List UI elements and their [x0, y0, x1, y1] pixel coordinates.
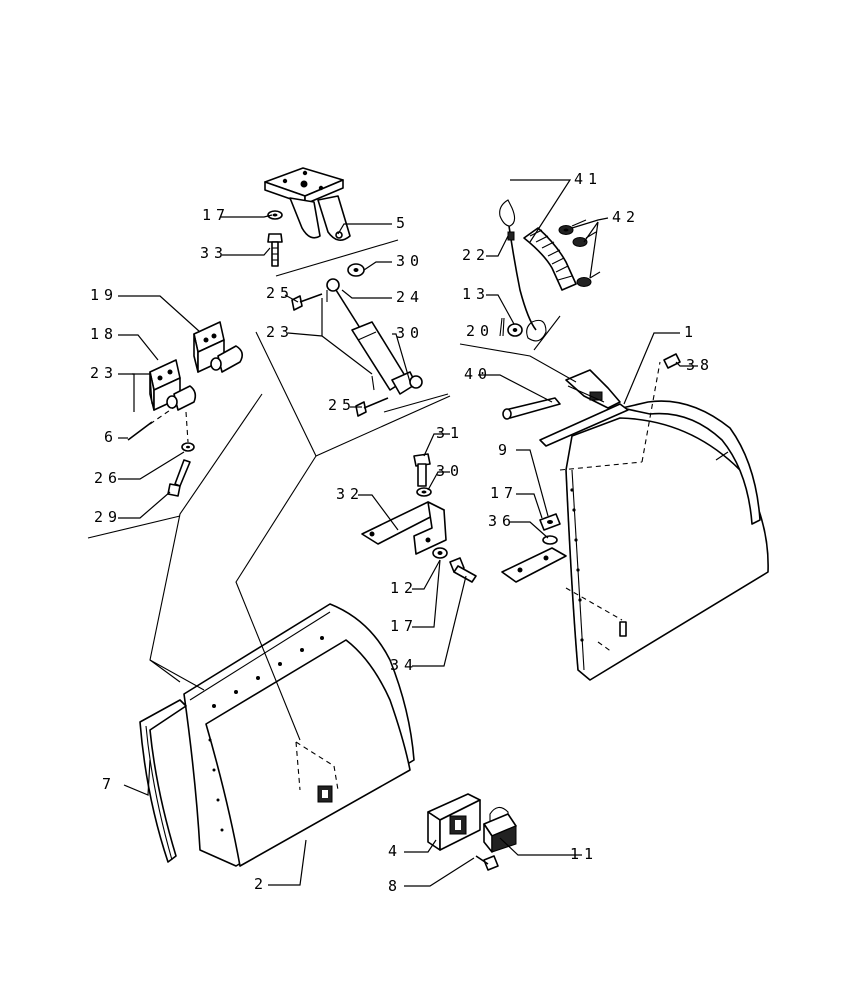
part-31-bolt — [413, 453, 431, 487]
part-25-pin-a — [291, 293, 323, 311]
part-2-front-panel — [183, 603, 415, 867]
label-20: 20 — [466, 322, 494, 340]
label-42: 42 — [612, 208, 640, 226]
reference-line — [275, 239, 399, 277]
part-30-washer-c — [416, 487, 432, 497]
part-6-pin — [127, 421, 153, 441]
part-8-screw — [475, 855, 499, 871]
label-29: 29 — [94, 508, 122, 526]
label-30-c: 30 — [436, 462, 464, 480]
part-17-washer-top — [267, 210, 283, 220]
part-5-upper-bracket — [264, 167, 351, 241]
label-4: 4 — [388, 842, 402, 860]
part-29-bolt — [167, 459, 191, 497]
part-17-nut-right — [539, 513, 561, 531]
assembly-line — [565, 587, 623, 621]
reference-line — [383, 393, 449, 413]
part-33-bolt — [267, 233, 283, 267]
part-38-screw — [663, 353, 681, 369]
label-22: 22 — [462, 246, 490, 264]
part-22-cable — [499, 199, 547, 342]
part-30-washer-a — [347, 263, 365, 277]
part-11-padlock — [483, 806, 517, 853]
assembly-line — [641, 361, 661, 463]
label-24: 24 — [396, 288, 424, 306]
label-26: 26 — [94, 469, 122, 487]
label-17-top: 17 — [202, 206, 230, 224]
label-23-b: 23 — [90, 364, 118, 382]
label-5: 5 — [396, 214, 410, 232]
label-17-right: 17 — [490, 484, 518, 502]
label-19: 19 — [90, 286, 118, 304]
part-40-bar — [502, 397, 561, 420]
label-41: 41 — [574, 170, 602, 188]
label-18: 18 — [90, 325, 118, 343]
label-25-b: 25 — [328, 396, 356, 414]
part-4-latch-plate — [427, 793, 481, 851]
label-30-b: 30 — [396, 324, 424, 342]
part-36-bracket — [501, 535, 567, 583]
label-38: 38 — [686, 356, 714, 374]
label-31: 31 — [436, 424, 464, 442]
part-23-cotter-pin-b — [371, 375, 375, 391]
label-36: 36 — [488, 512, 516, 530]
label-13: 13 — [462, 285, 490, 303]
label-33: 33 — [200, 244, 228, 262]
label-8: 8 — [388, 877, 402, 895]
label-23-a: 23 — [266, 323, 294, 341]
part-13-washer — [507, 323, 523, 337]
assembly-line — [559, 461, 643, 471]
label-1: 1 — [684, 323, 698, 341]
part-18-hinge-block — [149, 359, 197, 411]
part-20-cotter-pin — [499, 317, 505, 337]
label-17-mid: 17 — [390, 617, 418, 635]
part-7-seal — [139, 699, 187, 863]
part-19-hinge-block — [193, 321, 244, 373]
label-6: 6 — [104, 428, 118, 446]
label-32: 32 — [336, 485, 364, 503]
part-26-washer — [181, 442, 195, 452]
part-41-grip — [523, 227, 577, 291]
assembly-line — [185, 411, 189, 443]
part-32-bracket — [361, 501, 447, 555]
label-25-a: 25 — [266, 284, 294, 302]
part-1-side-panel — [539, 369, 769, 681]
label-7: 7 — [102, 775, 116, 793]
label-12: 12 — [390, 579, 418, 597]
part-labels: 17 33 5 30 25 24 23 30 25 19 18 23 6 26 … — [90, 170, 714, 895]
part-17-washer-mid — [432, 547, 448, 559]
label-9: 9 — [498, 441, 512, 459]
label-34: 34 — [390, 656, 418, 674]
part-34-bolt — [449, 557, 477, 583]
label-30-a: 30 — [396, 252, 424, 270]
label-11: 11 — [570, 845, 598, 863]
part-25-pin-b — [355, 397, 389, 417]
label-40: 40 — [464, 365, 492, 383]
label-2: 2 — [254, 875, 268, 893]
leader-lines — [87, 179, 698, 887]
part-24-gas-strut — [326, 278, 423, 395]
part-42-clips — [558, 219, 601, 287]
